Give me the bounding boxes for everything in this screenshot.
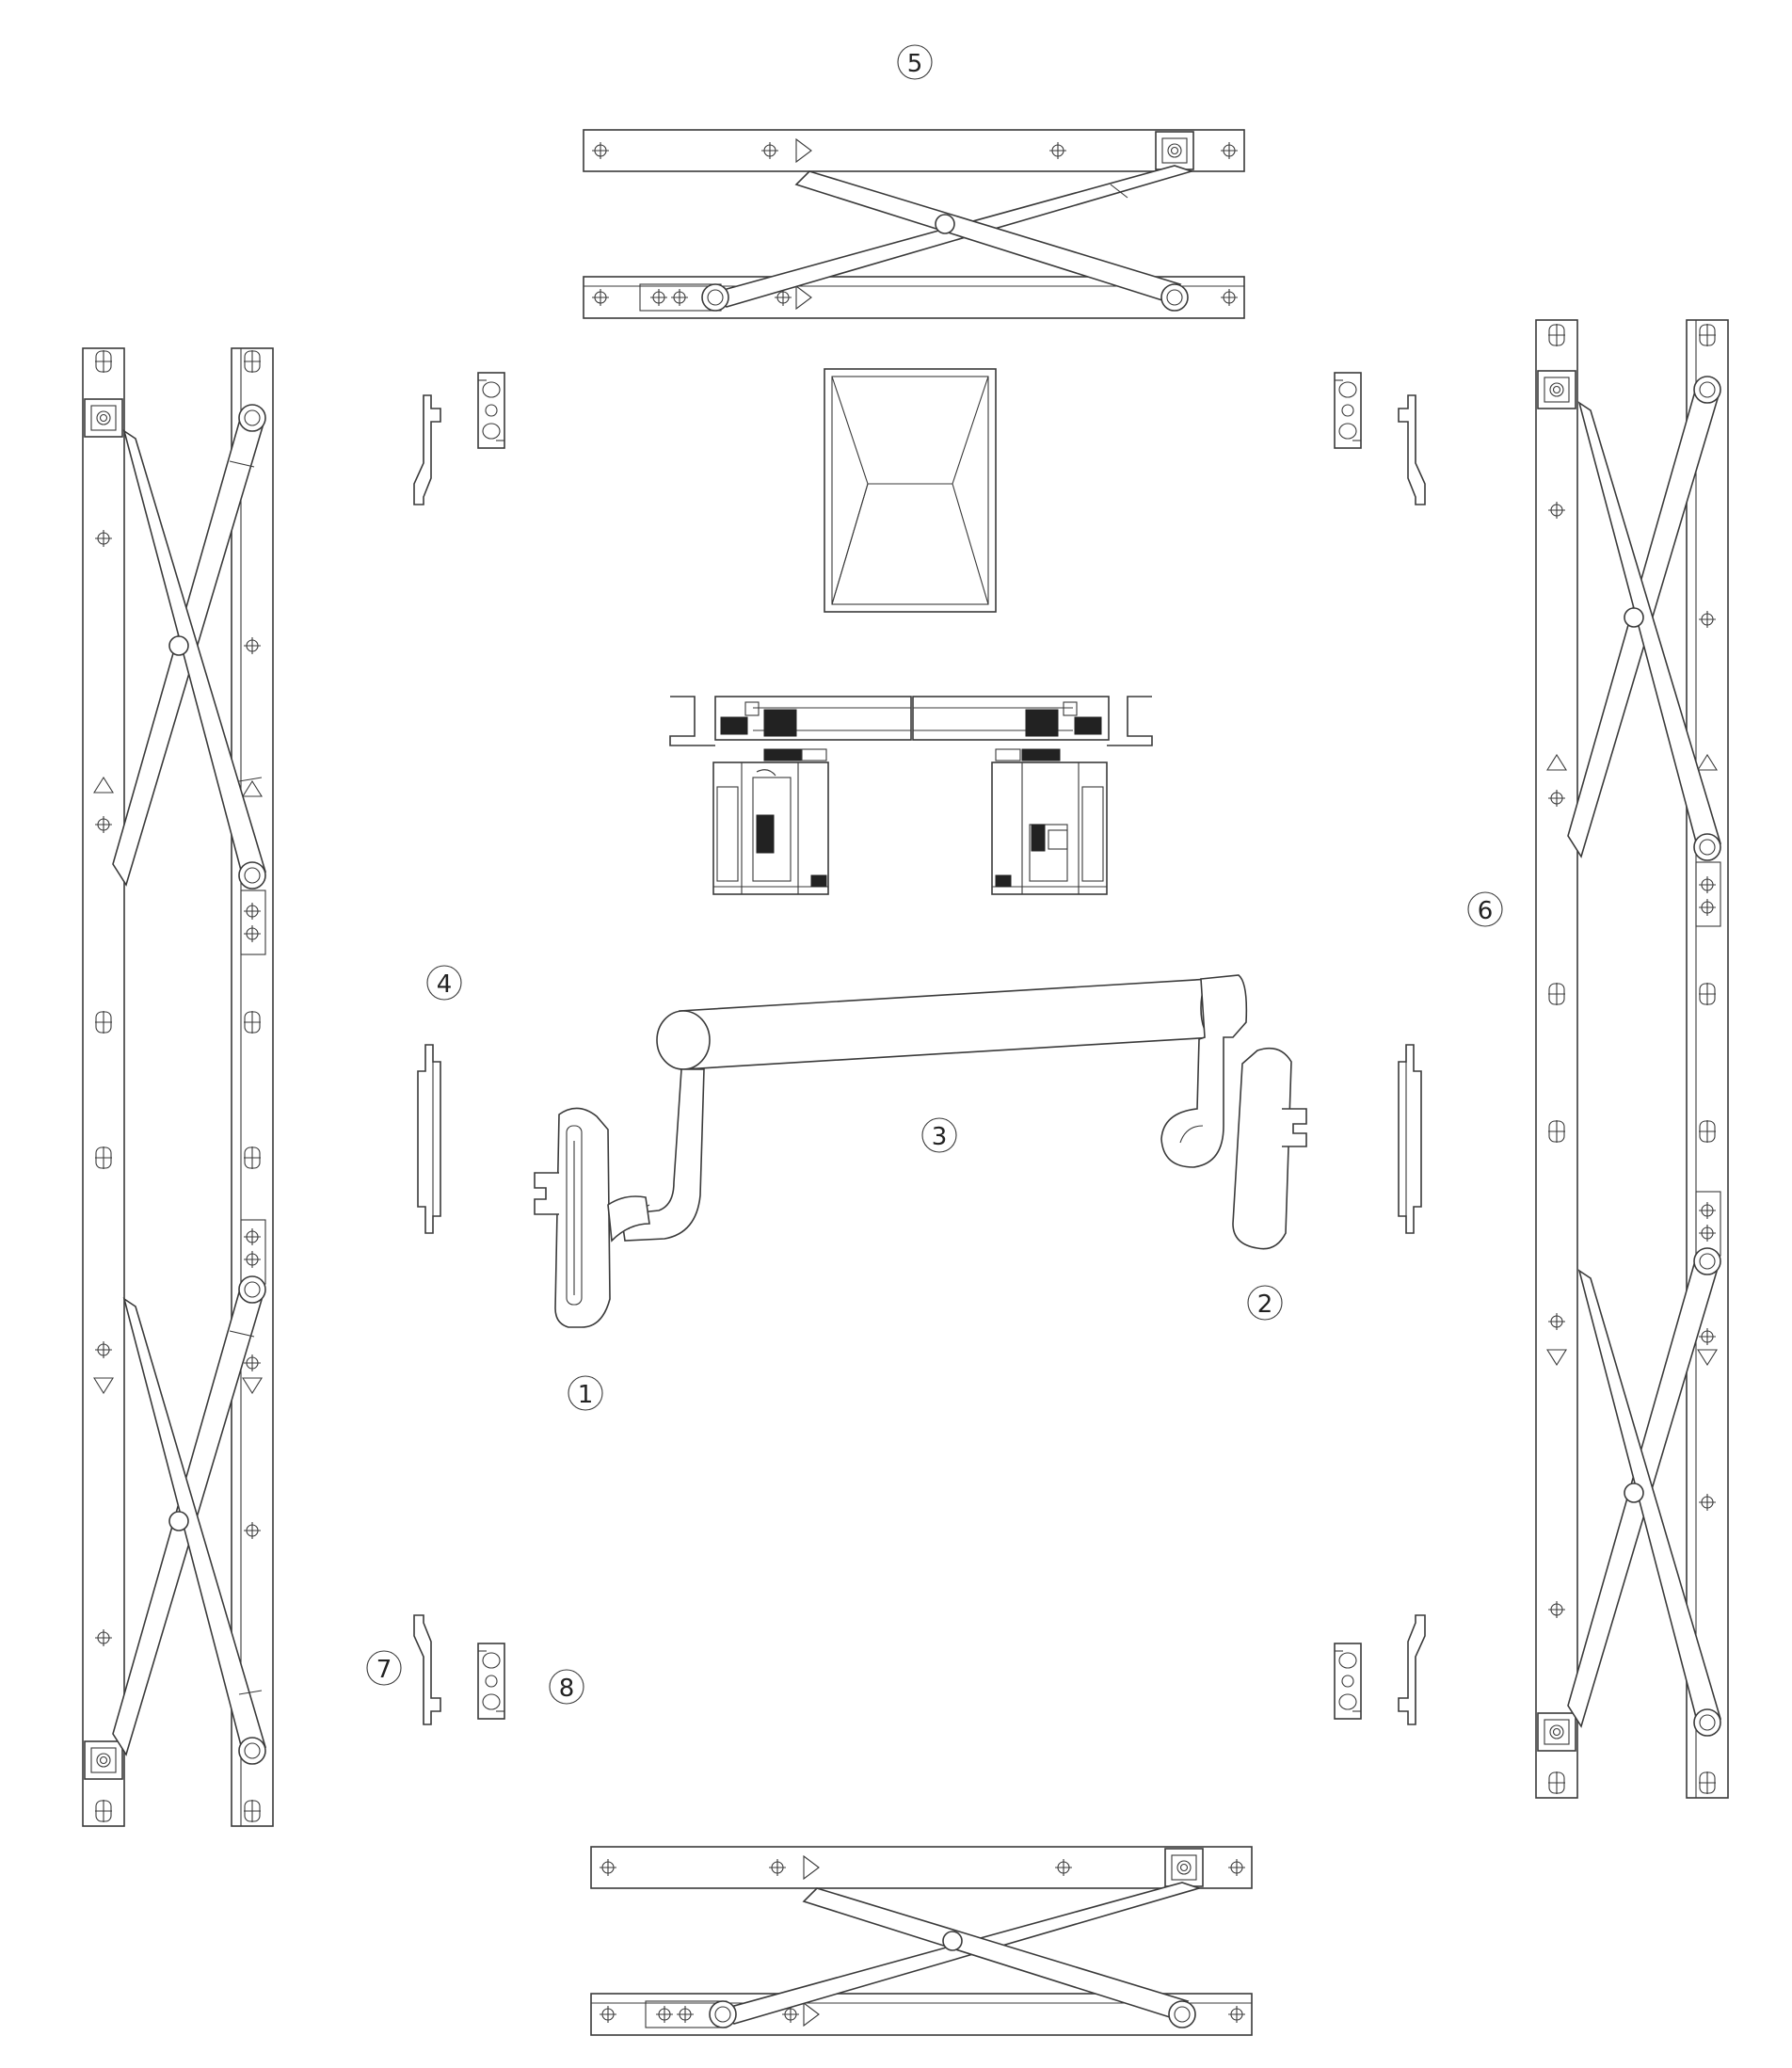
right-friction-stay	[1535, 319, 1729, 1799]
callout-1: 1	[568, 1375, 603, 1411]
callout-8: 8	[549, 1669, 584, 1705]
handle-base-plate	[824, 368, 997, 613]
window-profile-section	[669, 696, 1153, 895]
callout-5: 5	[897, 44, 933, 80]
linked-handle-set	[534, 974, 1307, 1328]
callout-7: 7	[366, 1650, 402, 1686]
callout-1-label: 1	[578, 1381, 594, 1409]
callout-4-label: 4	[437, 970, 453, 999]
callout-6-label: 6	[1478, 897, 1494, 925]
callout-3-label: 3	[932, 1123, 948, 1151]
callout-5-label: 5	[907, 50, 923, 78]
top-friction-stay	[583, 129, 1245, 319]
callout-7-label: 7	[376, 1656, 392, 1684]
callout-2: 2	[1247, 1285, 1283, 1321]
callout-8-label: 8	[559, 1675, 575, 1703]
left-friction-stay	[82, 347, 274, 1827]
callout-3: 3	[921, 1117, 957, 1153]
callout-2-label: 2	[1257, 1290, 1273, 1319]
keepers-and-strikes	[413, 372, 1426, 1725]
callout-4: 4	[426, 965, 462, 1001]
bottom-friction-stay	[590, 1846, 1253, 2036]
callout-6: 6	[1467, 891, 1503, 927]
